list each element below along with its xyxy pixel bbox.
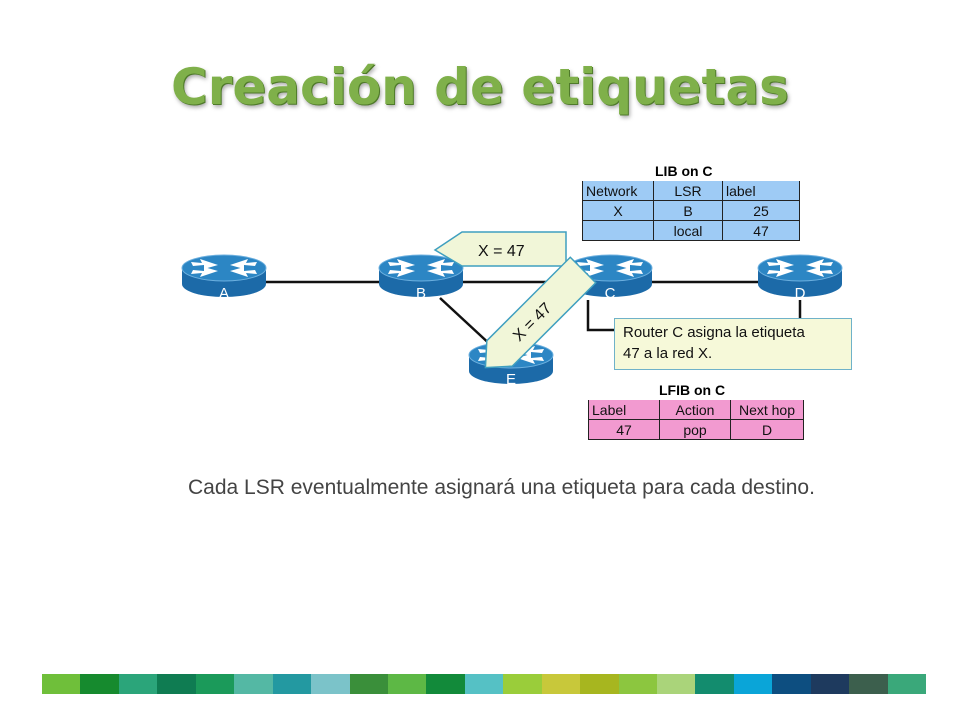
- router-e[interactable]: E: [468, 341, 554, 388]
- router-d-label: D: [795, 285, 806, 302]
- router-c[interactable]: C: [567, 254, 653, 302]
- footer-segment: [849, 674, 888, 694]
- footer-segment: [195, 674, 235, 694]
- footer-segment: [657, 674, 696, 694]
- router-a[interactable]: A: [181, 254, 267, 302]
- callout-line-1: Router C asigna la etiqueta: [623, 324, 805, 341]
- lfib-cell: 47: [588, 419, 660, 440]
- footer-segment: [311, 674, 350, 694]
- label-advert-to-b: X = 47: [433, 231, 567, 267]
- table-row: Network LSR label: [582, 181, 800, 201]
- router-c-label: C: [605, 285, 616, 302]
- label-advert-to-e: X = 47: [484, 256, 597, 369]
- lib-header-lsr: LSR: [653, 181, 723, 201]
- footer-segment: [887, 674, 927, 694]
- footer-segment: [464, 674, 504, 694]
- footer-segment: [349, 674, 388, 694]
- footer-segment: [503, 674, 542, 694]
- lib-title: LIB on C: [655, 163, 713, 179]
- lfib-cell: D: [730, 419, 804, 440]
- link-b-e: [439, 297, 495, 349]
- footer-segment: [580, 674, 619, 694]
- footer-segment: [541, 674, 581, 694]
- lib-header-label: label: [722, 181, 800, 201]
- lfib-header-next-hop: Next hop: [730, 400, 804, 420]
- router-b-label: B: [416, 285, 426, 302]
- table-row: X B 25: [582, 200, 800, 221]
- lib-table: Network LSR label X B 25 local 47: [582, 181, 800, 241]
- footer-segment: [733, 674, 773, 694]
- lfib-title: LFIB on C: [659, 382, 726, 398]
- footer-segment: [426, 674, 465, 694]
- lib-cell: 25: [722, 200, 800, 221]
- footer-segment: [272, 674, 312, 694]
- page-title: Creación de etiquetas: [171, 58, 789, 116]
- footer-segment: [695, 674, 734, 694]
- footer-segment: [234, 674, 273, 694]
- lfib-table: Label Action Next hop 47 pop D: [588, 400, 804, 440]
- lfib-cell: pop: [659, 419, 731, 440]
- footer-segment: [80, 674, 119, 694]
- lib-cell: local: [653, 220, 723, 241]
- lfib-header-action: Action: [659, 400, 731, 420]
- router-d[interactable]: D: [757, 254, 843, 302]
- lib-cell: [582, 220, 654, 241]
- lib-cell: X: [582, 200, 654, 221]
- table-row: Label Action Next hop: [588, 400, 804, 420]
- router-b[interactable]: B: [378, 254, 464, 302]
- footer-segment: [42, 674, 81, 694]
- footer-segment: [387, 674, 427, 694]
- body-text: Cada LSR eventualmente asignará una etiq…: [188, 476, 815, 499]
- footer-segment: [157, 674, 196, 694]
- footer-segment: [772, 674, 811, 694]
- router-c-callout: Router C asigna la etiqueta 47 a la red …: [614, 318, 852, 370]
- router-a-label: A: [219, 285, 229, 302]
- footer-segment: [810, 674, 850, 694]
- lib-cell: B: [653, 200, 723, 221]
- footer-segment: [618, 674, 657, 694]
- callout-connector: [586, 300, 614, 332]
- label-advert-b-text: X = 47: [478, 243, 525, 260]
- lib-header-network: Network: [582, 181, 654, 201]
- footer-color-bar: [42, 674, 927, 694]
- table-row: 47 pop D: [588, 419, 804, 440]
- lfib-header-label: Label: [588, 400, 660, 420]
- callout-line-2: 47 a la red X.: [623, 345, 713, 362]
- table-row: local 47: [582, 220, 800, 241]
- lib-cell: 47: [722, 220, 800, 241]
- router-e-label: E: [506, 371, 516, 388]
- footer-segment: [118, 674, 158, 694]
